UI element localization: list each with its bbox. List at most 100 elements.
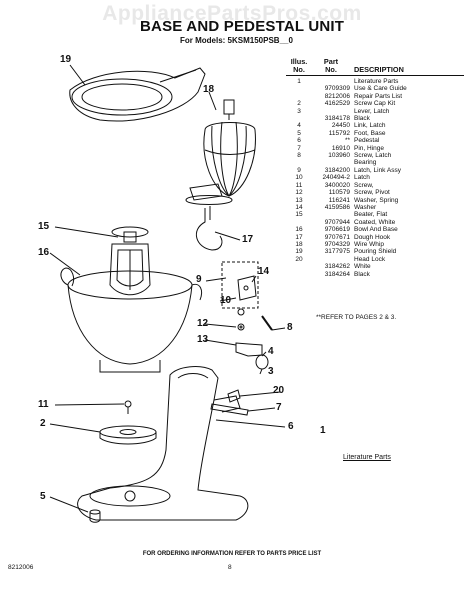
illus-cell: 12	[295, 189, 303, 197]
callout-9: 9	[196, 274, 202, 285]
part-header-line2: No.	[325, 65, 337, 74]
part-header: Part No.	[312, 58, 354, 74]
callout-14: 14	[258, 266, 270, 277]
table-row: 3184262 White	[286, 263, 464, 270]
table-row: 6**Pedestal	[286, 137, 464, 144]
part-number-cell: 3184264	[324, 270, 350, 278]
callout-10: 10	[220, 295, 232, 306]
parts-table-header: Illus. No. Part No. DESCRIPTION	[286, 58, 464, 76]
table-row: 20 Head Lock	[286, 256, 464, 263]
illus-cell: 20	[295, 255, 303, 263]
illus-cell: 1	[297, 78, 301, 85]
illus-header: Illus. No.	[286, 58, 312, 74]
callout-1: 1	[320, 425, 326, 436]
illus-cell	[286, 93, 312, 100]
description-cell: Repair Parts List	[354, 92, 403, 100]
callout-6: 6	[288, 421, 294, 432]
description-cell: Link, Latch	[354, 122, 386, 130]
watermark: AppliancePartsPros.com	[102, 2, 362, 25]
illus-cell: 10	[295, 174, 303, 182]
page-number: 8	[228, 564, 232, 571]
pedestal-drawing	[77, 366, 249, 521]
part-number-cell: 3400020	[324, 181, 350, 189]
illus-cell: 11	[295, 181, 303, 189]
illus-cell: 2	[297, 100, 301, 108]
hinge-pin-drawing	[210, 389, 249, 416]
illus-cell	[286, 271, 312, 278]
callout-16: 16	[38, 247, 50, 258]
part-number-cell	[312, 108, 354, 115]
part-number-cell: 3184262	[324, 263, 350, 271]
part-number-cell: 8212006	[324, 92, 350, 100]
leader-lines	[49, 64, 286, 513]
part-number-cell: 103960	[328, 152, 350, 160]
part-number-cell: **	[344, 137, 350, 145]
illus-cell: 16	[295, 226, 303, 234]
description-cell: Pouring Shield	[354, 248, 397, 256]
illus-cell: 18	[295, 240, 303, 248]
callout-4: 4	[268, 346, 274, 357]
page-title: BASE AND PEDESTAL UNIT	[140, 18, 345, 35]
flat-beater-drawing	[109, 226, 151, 296]
illus-cell: 9	[297, 166, 301, 174]
table-row: 9 3184200 Latch, Link Assy	[286, 167, 464, 174]
part-number-cell: 110579	[328, 189, 350, 197]
callout-17: 17	[242, 234, 254, 245]
callout-8: 8	[287, 322, 293, 333]
description-cell: Washer, Spring	[354, 196, 399, 204]
illus-header-line1: Illus.	[290, 57, 308, 66]
illus-cell	[286, 85, 312, 92]
table-row: 8212006 Repair Parts List	[286, 93, 464, 100]
description-cell: Latch, Link Assy	[354, 166, 401, 174]
description-cell: Screw, Latch	[354, 152, 392, 160]
callout-3: 3	[268, 366, 274, 377]
illus-cell: 17	[295, 233, 303, 241]
part-number-cell: 16910	[331, 144, 350, 152]
screw-cap-drawing	[99, 400, 157, 445]
description-cell: Literature Parts	[354, 78, 399, 85]
part-number-cell: 115792	[328, 129, 350, 137]
description-cell: Head Lock	[354, 255, 386, 263]
part-number-cell: 9704329	[324, 240, 350, 248]
part-number-cell: 9707944	[324, 218, 350, 226]
description-cell: Beater, Flat	[354, 211, 388, 219]
description-cell: White	[354, 263, 371, 271]
description-cell: Screw Cap Kit	[354, 100, 396, 108]
illus-cell	[286, 219, 312, 226]
callout-13: 13	[197, 334, 209, 345]
part-number-cell: 3177975	[324, 248, 350, 256]
part-number-cell: 240494-2	[322, 174, 350, 182]
illus-cell: 5	[297, 129, 301, 137]
ordering-info: FOR ORDERING INFORMATION REFER TO PARTS …	[142, 551, 322, 557]
part-number-cell: 3184200	[324, 166, 350, 174]
parts-table: Illus. No. Part No. DESCRIPTION 1 Literat…	[286, 58, 464, 278]
callout-2: 2	[40, 418, 46, 429]
part-number-cell: 116241	[328, 196, 350, 204]
illus-header-line2: No.	[293, 65, 305, 74]
illus-cell: 7	[297, 144, 301, 152]
illus-cell	[286, 263, 312, 270]
callout-19: 19	[60, 54, 72, 65]
foot-drawing	[89, 509, 101, 523]
callout-5: 5	[40, 491, 46, 502]
part-number-cell	[312, 211, 354, 218]
desc-header-label: DESCRIPTION	[354, 65, 404, 74]
description-cell: Dough Hook	[354, 233, 391, 241]
pouring-shield-drawing	[69, 67, 206, 122]
part-number-cell: 9706619	[324, 226, 350, 234]
